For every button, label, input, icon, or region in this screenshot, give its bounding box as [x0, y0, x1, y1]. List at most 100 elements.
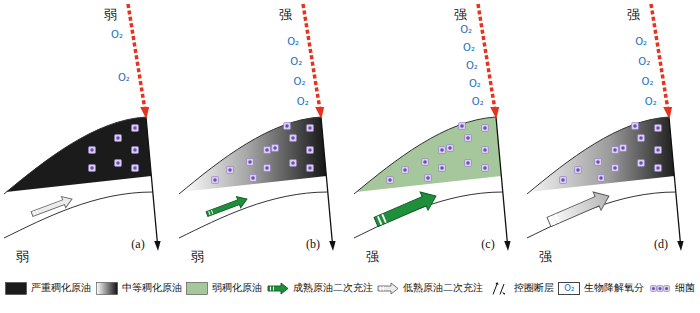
- bacterium-dot: [658, 287, 661, 290]
- bacterium-symbol: [387, 177, 394, 184]
- legend-swatch: [488, 282, 510, 295]
- bacterium-dot: [90, 148, 94, 152]
- bacterium-dot: [652, 287, 655, 290]
- intensity-label: 弱: [191, 250, 204, 263]
- legend-swatch-fill: [96, 282, 117, 294]
- bacterium-symbol: [655, 147, 662, 154]
- bacterium-dot: [133, 126, 137, 130]
- bacterium-symbol: [307, 147, 314, 154]
- bacterium-dot: [388, 178, 392, 182]
- oxygen-arrowhead: [140, 107, 149, 119]
- bacterium-symbol: [284, 123, 291, 130]
- legend-text: 严重稠化原油: [31, 281, 91, 295]
- charge-arrow: [372, 187, 440, 231]
- layer-boundary: [179, 192, 328, 238]
- fault-symbol: [493, 284, 497, 295]
- bacterium-symbol: [595, 159, 602, 166]
- bacterium-symbol: [655, 125, 662, 132]
- oxygen-arrowhead: [315, 107, 324, 119]
- bacterium-dot: [90, 166, 94, 170]
- trap-panel: [527, 4, 684, 251]
- legend-swatch-fill: [6, 282, 27, 294]
- bacterium-dot: [613, 148, 617, 152]
- legend-text: 中等稠化原油: [122, 281, 182, 295]
- panel-tag: (a): [131, 238, 144, 250]
- arrow-stripe: [551, 216, 555, 224]
- oil-body: [6, 117, 151, 192]
- arrow-stripe: [209, 211, 210, 215]
- panel-tag: (b): [306, 238, 320, 250]
- fault-line: [669, 117, 680, 243]
- bacterium-dot: [483, 148, 487, 152]
- intensity-label: 强: [627, 8, 640, 21]
- bacterium-dot: [423, 160, 427, 164]
- intensity-label: 强: [279, 8, 292, 21]
- bacterium-symbol: [650, 285, 656, 291]
- legend-item: 中等稠化原油: [96, 281, 182, 295]
- bacterium-dot: [576, 168, 580, 172]
- cap-boundary: [4, 117, 146, 194]
- legend-swatch-fill: [187, 282, 208, 294]
- bacterium-dot: [248, 160, 252, 164]
- bacterium-dot: [291, 161, 295, 165]
- oxygen-label: O₂: [466, 61, 478, 71]
- oil-body: [181, 117, 326, 192]
- bacterium-dot: [440, 148, 444, 152]
- oxygen-path: [128, 4, 145, 108]
- oxygen-label: O₂: [642, 77, 654, 87]
- intensity-label: 强: [454, 8, 467, 21]
- fault-arrowhead: [154, 241, 160, 251]
- bacterium-symbol: [657, 285, 663, 291]
- bacterium-symbol: [439, 147, 446, 154]
- bacterium-dot: [285, 124, 289, 128]
- oxygen-label: O₂: [638, 57, 650, 67]
- intensity-label: 强: [539, 250, 552, 263]
- oxygen-label: O₂: [118, 73, 130, 83]
- bacterium-symbol: [447, 145, 454, 152]
- bacterium-dot: [639, 136, 643, 140]
- oxygen-arrowhead: [663, 107, 672, 119]
- charge-arrow: [378, 283, 398, 294]
- arrow-stripe: [270, 286, 271, 290]
- bacterium-dot: [265, 166, 269, 170]
- bacterium-dot: [291, 136, 295, 140]
- oxygen-path: [303, 4, 320, 108]
- bacterium-dot: [656, 126, 660, 130]
- bacterium-dot: [599, 176, 603, 180]
- oxygen-label: O₂: [287, 37, 299, 47]
- bacterium-dot: [133, 148, 137, 152]
- bacterium-dot: [133, 166, 137, 170]
- panel-tag: (c): [481, 238, 494, 250]
- bacterium-dot: [665, 287, 668, 290]
- bacterium-symbol: [247, 159, 254, 166]
- charge-arrow: [30, 193, 74, 219]
- bacterium-dot: [426, 176, 430, 180]
- legend-text: 控圈断层: [514, 281, 554, 295]
- bacterium-symbol: [439, 165, 446, 172]
- legend-item: O₂生物降解氧分: [558, 281, 644, 295]
- fault-arrowhead: [495, 282, 499, 285]
- oxygen-label: O₂: [635, 37, 647, 47]
- bacterium-symbol: [89, 147, 96, 154]
- intensity-label: 强: [366, 250, 379, 263]
- oxygen-label: O₂: [472, 97, 484, 107]
- arrow-body: [205, 193, 249, 219]
- arrow-stripe: [383, 286, 384, 290]
- bacterium-dot: [308, 126, 312, 130]
- arrow-stripe: [36, 210, 37, 214]
- oil-body: [356, 117, 501, 192]
- oxygen-label: O₂: [290, 57, 302, 67]
- bacterium-dot: [466, 136, 470, 140]
- bacterium-symbol: [482, 125, 489, 132]
- oxygen-path: [651, 4, 668, 108]
- bacterium-symbol: [459, 123, 466, 130]
- bacterium-dot: [448, 146, 452, 150]
- bacterium-dot: [308, 148, 312, 152]
- legend-item: 低熟原油二次充注: [377, 281, 483, 295]
- legend: 严重稠化原油中等稠化原油弱稠化原油成熟原油二次充注低熟原油二次充注控圈断层O₂生…: [0, 276, 700, 300]
- layer-boundary: [4, 192, 153, 238]
- fault-line: [146, 117, 157, 243]
- bacterium-symbol: [422, 159, 429, 166]
- legend-text: 弱稠化原油: [212, 281, 262, 295]
